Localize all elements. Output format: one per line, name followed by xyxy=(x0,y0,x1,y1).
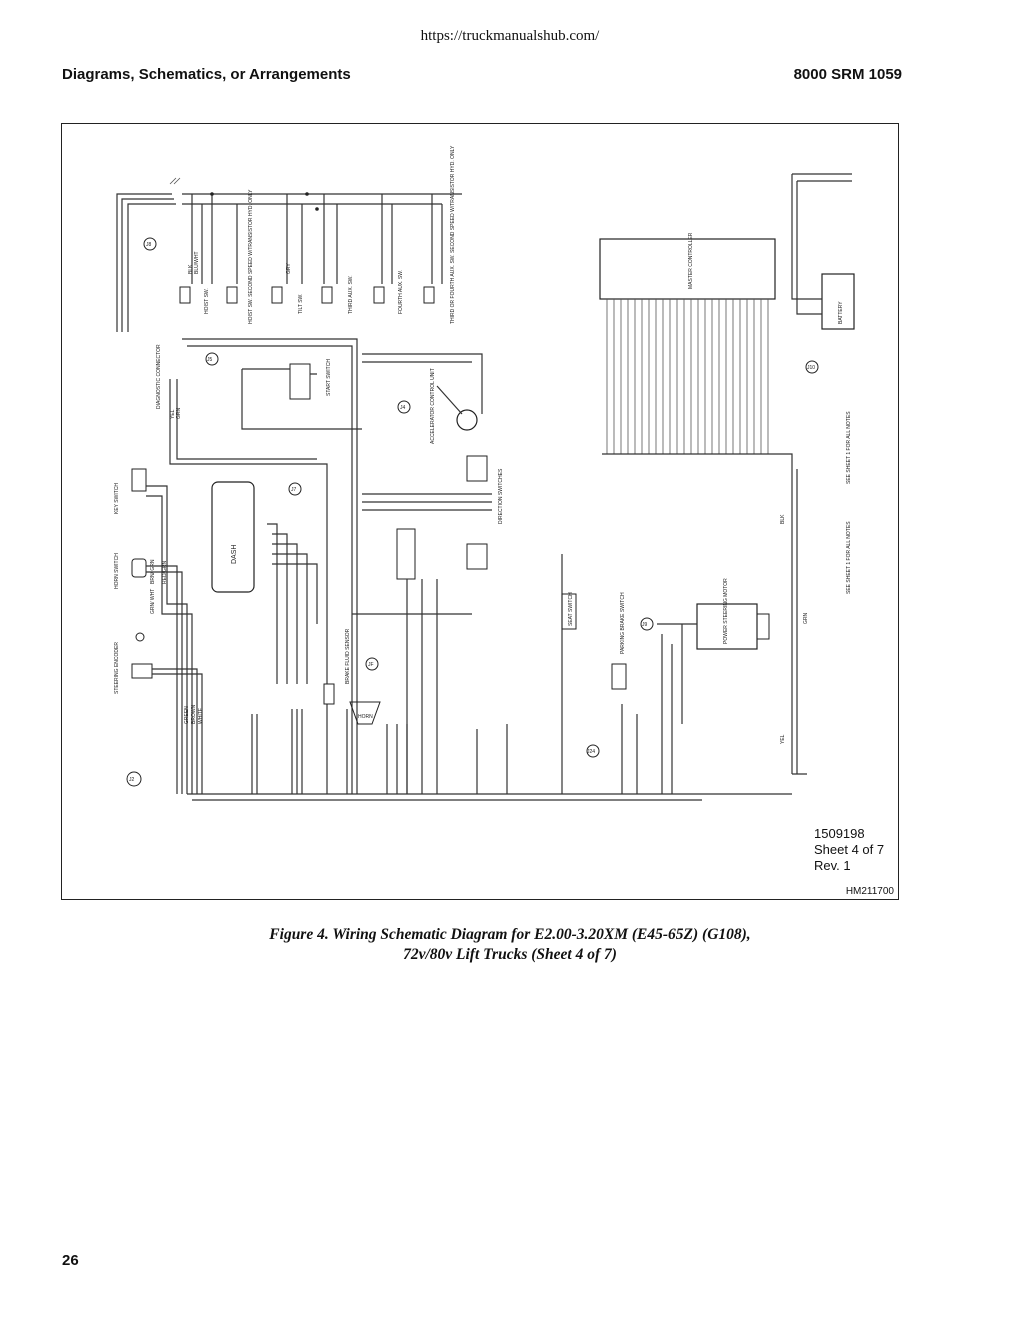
brake-fluid-sensor: JF BRAKE FLUID SENSOR xyxy=(323,628,379,705)
tilt-sw-label: TILT SW. xyxy=(298,294,304,314)
hoist-sw-second-label: HOIST SW. SECOND SPEED W/TRANSISTOR HYD.… xyxy=(248,189,254,324)
switch-row xyxy=(179,286,435,304)
see-sheet-note-1: SEE SHEET 1 FOR ALL NOTES xyxy=(846,411,852,484)
drawing-info-block: 1509198 Sheet 4 of 7 Rev. 1 xyxy=(814,826,884,874)
source-url[interactable]: https://truckmanualshub.com/ xyxy=(420,28,600,44)
j2-label: J2 xyxy=(129,777,135,783)
j9-label: J9 xyxy=(642,622,648,628)
wire-color-grn-left: GRN xyxy=(176,408,182,420)
j10-label: J10 xyxy=(807,365,815,371)
direction-switches-label: DIRECTION SWITCHES xyxy=(498,468,504,524)
see-sheet-note-2: SEE SHEET 1 FOR ALL NOTES xyxy=(846,521,852,594)
drawing-sheet: Sheet 4 of 7 xyxy=(814,842,885,857)
master-controller: MASTER CONTROLLER xyxy=(599,232,793,469)
j8-connector xyxy=(143,237,157,251)
wire-color-bluwht-1: BLU/WHT xyxy=(194,252,200,275)
connector-block xyxy=(396,528,416,580)
seat-switch: SEAT SWITCH J24 xyxy=(561,592,600,758)
drawing-revision: Rev. 1 xyxy=(814,858,851,873)
accelerator-label: ACCELERATOR CONTROL UNIT xyxy=(430,368,436,444)
accelerator-unit: J4 ACCELERATOR CONTROL UNIT xyxy=(362,353,483,444)
battery: BATTERY xyxy=(791,173,855,330)
start-switch: START SWITCH xyxy=(241,359,362,430)
dash-label: DASH xyxy=(231,545,238,564)
wire-color-grnwht: GRN/ WHT xyxy=(150,589,156,614)
document-code: 8000 SRM 1059 xyxy=(793,66,902,83)
wire-color-grn-right: GRN xyxy=(803,613,809,625)
wire-color-blk-right: BLK xyxy=(780,514,786,524)
diagnostic-connector-label: DIAGNOSTIC CONNECTOR xyxy=(156,344,162,409)
wire-color-brngrn: BRN/ GRN xyxy=(150,559,156,584)
schematic-frame: J8 HOIST SW. HOIST SW. SECOND SPEED W/TR… xyxy=(61,123,899,900)
steering-encoder-label: STEERING ENCODER xyxy=(114,642,120,694)
j8-label: J8 xyxy=(146,242,152,248)
caption-line-2: 72v/80v Lift Trucks (Sheet 4 of 7) xyxy=(403,946,617,963)
parking-brake-switch: PARKING BRAKE SWITCH xyxy=(611,592,627,690)
j5-label: J5 xyxy=(207,357,213,363)
brake-fluid-sensor-label: BRAKE FLUID SENSOR xyxy=(345,628,351,684)
wiring-schematic: J8 HOIST SW. HOIST SW. SECOND SPEED W/TR… xyxy=(114,145,855,801)
fourth-aux-sw-label: FOURTH AUX. SW. xyxy=(398,270,404,314)
power-steering-motor-label: POWER STEERING MOTOR xyxy=(723,578,729,644)
power-steering-motor: POWER STEERING MOTOR J9 xyxy=(640,578,770,794)
page-number: 26 xyxy=(62,1252,79,1269)
caption-line-1: Figure 4. Wiring Schematic Diagram for E… xyxy=(269,926,751,943)
j4-label: J4 xyxy=(400,405,406,411)
seat-switch-label: SEAT SWITCH xyxy=(568,592,574,626)
wire-color-white: WHITE xyxy=(198,707,204,724)
jf-label: JF xyxy=(368,662,374,668)
j10-connector xyxy=(805,360,819,374)
drawing-part-number: 1509198 xyxy=(814,826,865,841)
battery-label: BATTERY xyxy=(838,301,844,324)
horn-switch-label: HORN SWITCH xyxy=(114,553,120,589)
wire-color-gry-1: GRY xyxy=(286,263,292,274)
drawing-id: HM211700 xyxy=(845,886,894,897)
wire-color-blk-1: BLK xyxy=(188,264,194,274)
right-harness xyxy=(791,469,807,775)
j5-connector xyxy=(205,352,219,366)
wire-color-brown: BROWN xyxy=(191,704,197,724)
direction-switches: DIRECTION SWITCHES xyxy=(362,455,504,570)
figure-caption: Figure 4. Wiring Schematic Diagram for E… xyxy=(0,925,1020,965)
wire-color-yel-right: YEL xyxy=(780,734,786,744)
j24-label: J24 xyxy=(587,749,595,755)
wire-color-yel-left: YEL xyxy=(170,409,176,419)
dash-unit: DASH J7 xyxy=(211,481,318,684)
wire-color-green: GREEN xyxy=(184,706,190,724)
master-controller-label: MASTER CONTROLLER xyxy=(688,232,694,289)
hoist-sw-label: HOIST SW. xyxy=(204,288,210,314)
key-switch: KEY SWITCH xyxy=(114,468,193,794)
horn: HORN xyxy=(349,701,381,725)
start-switch-label: START SWITCH xyxy=(326,359,332,396)
key-switch-label: KEY SWITCH xyxy=(114,483,120,514)
third-aux-sw-label: THIRD AUX. SW. xyxy=(348,275,354,314)
horn-label: HORN xyxy=(358,714,373,720)
third-fourth-aux-label: THIRD OR FOURTH AUX. SW. SECOND SPEED W/… xyxy=(450,145,456,324)
horn-switch: HORN SWITCH xyxy=(114,553,183,794)
wire-color-redgrn: RED/GRN xyxy=(162,561,168,584)
steering-encoder: STEERING ENCODER J2 GREEN BROWN WHITE xyxy=(114,642,204,794)
section-title: Diagrams, Schematics, or Arrangements xyxy=(62,66,351,83)
top-harness xyxy=(116,177,462,332)
bottom-bus xyxy=(187,793,792,801)
j7-label: J7 xyxy=(291,487,297,493)
parking-brake-label: PARKING BRAKE SWITCH xyxy=(620,592,626,654)
